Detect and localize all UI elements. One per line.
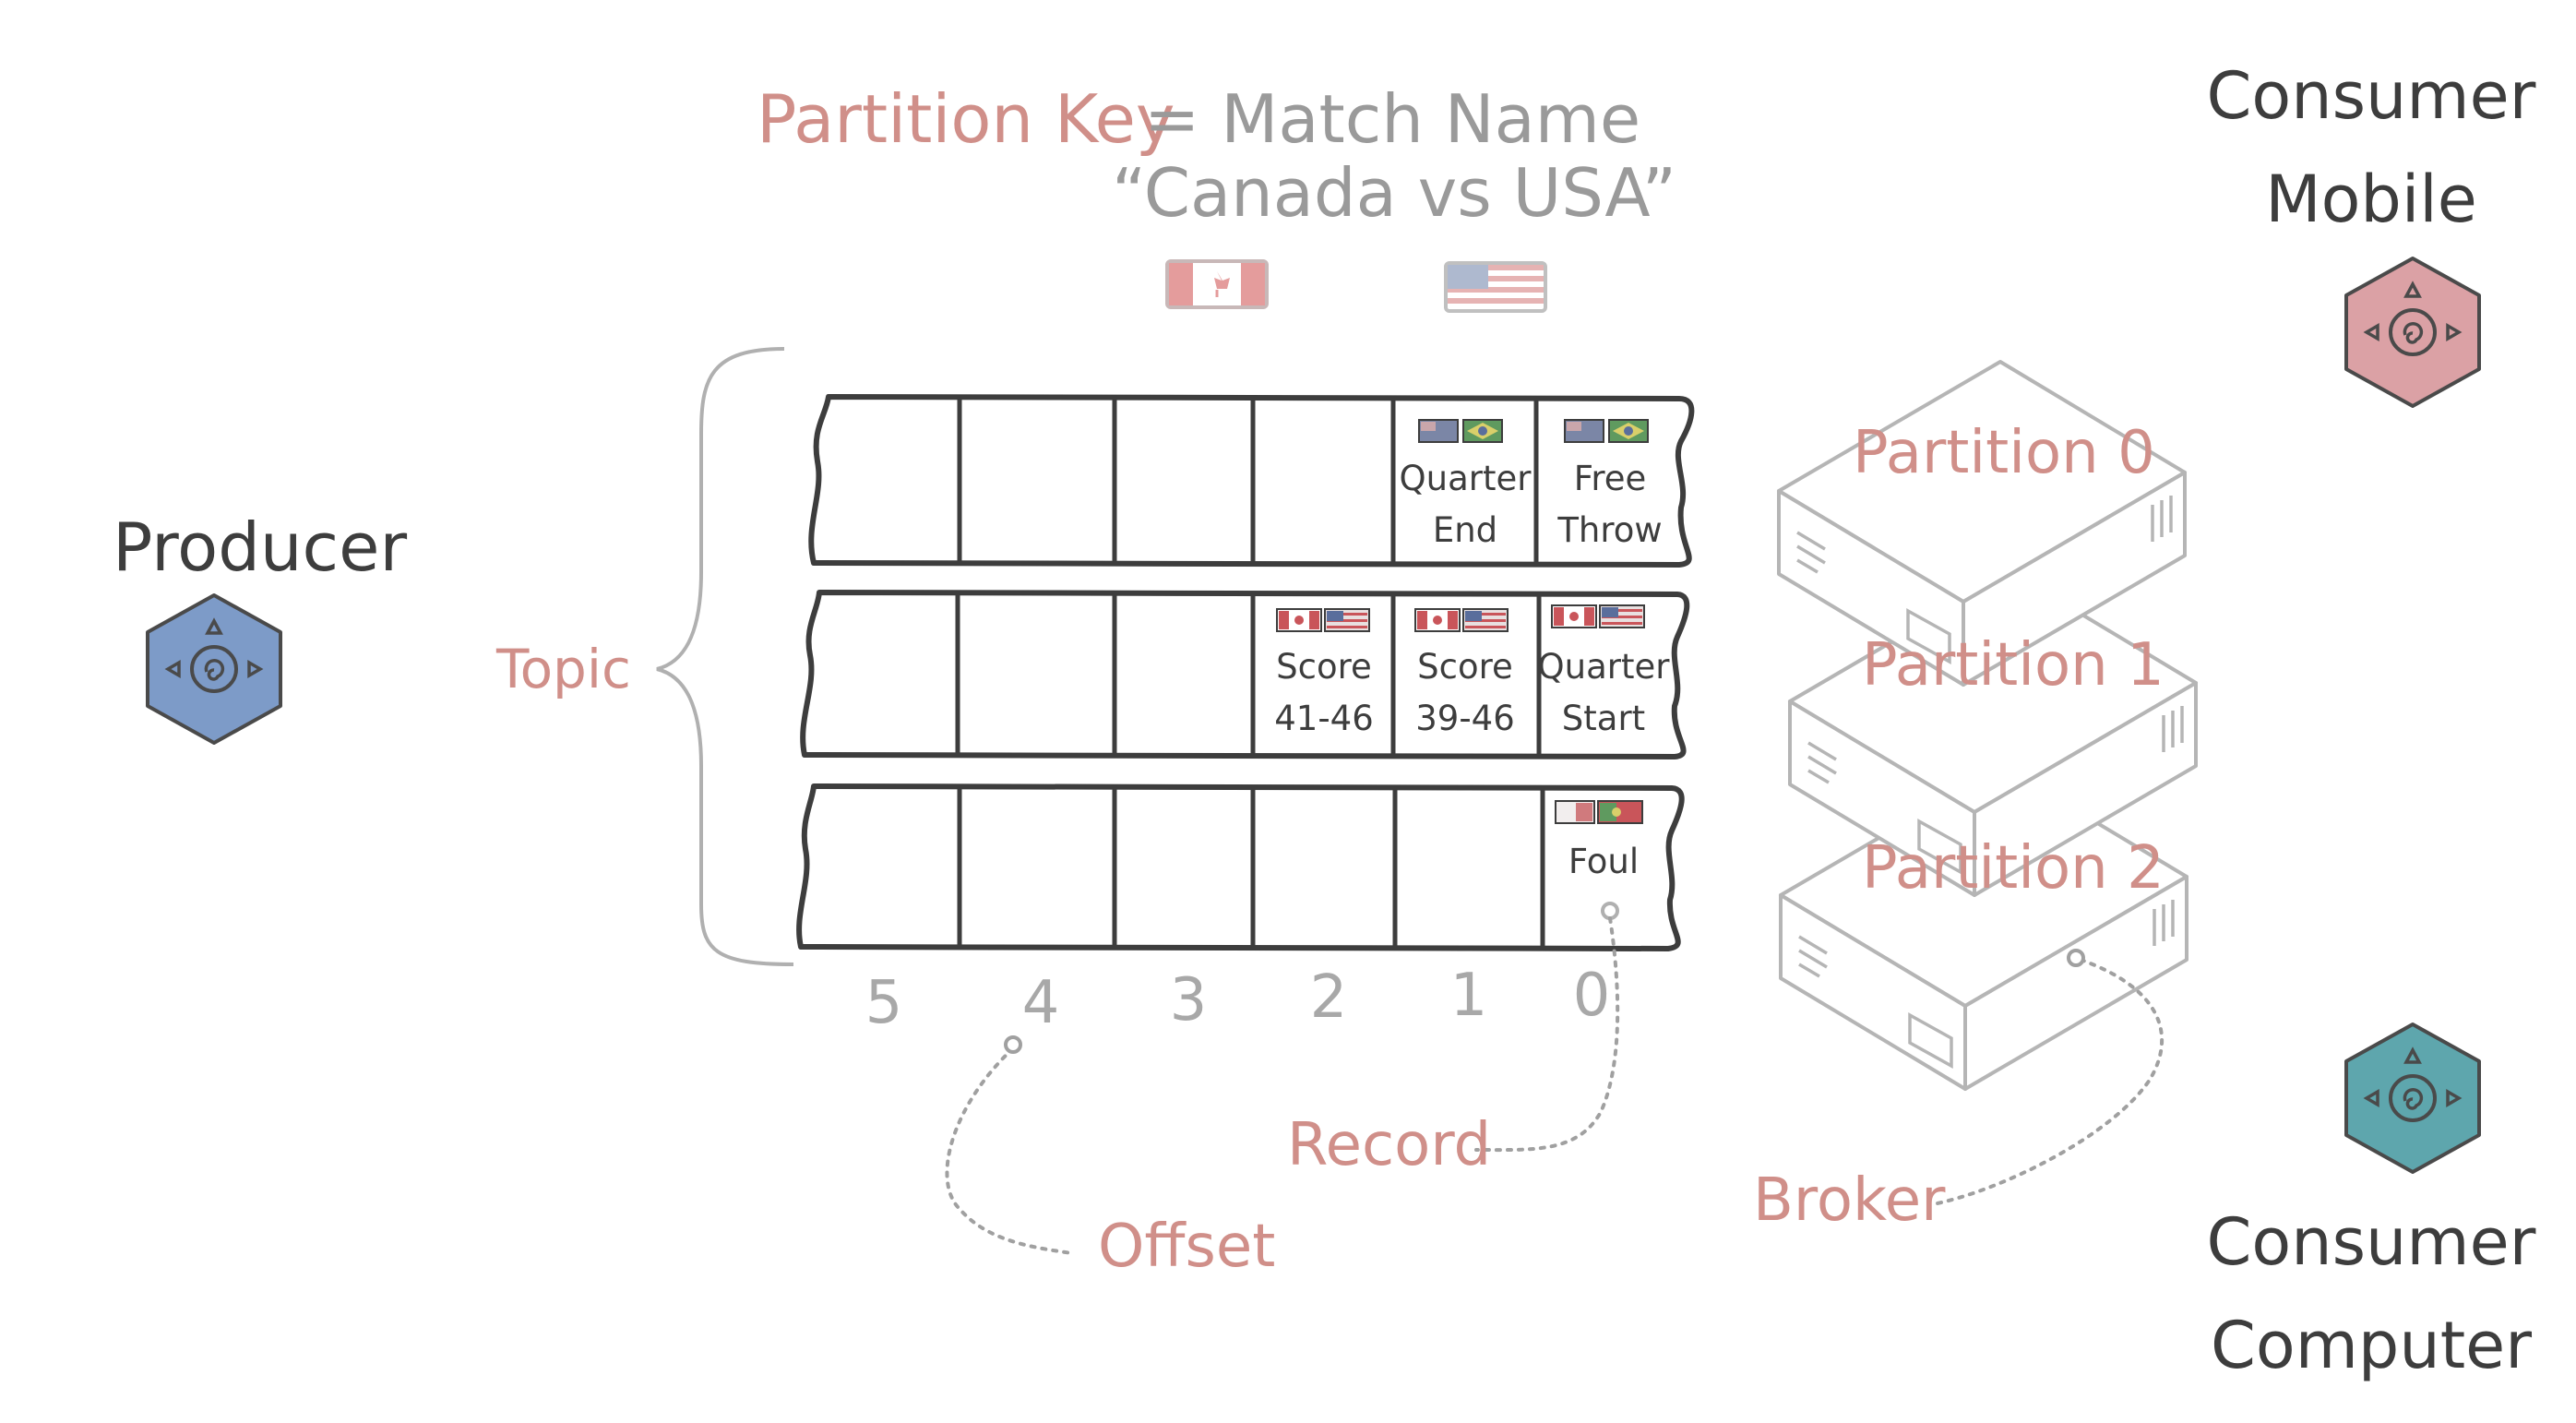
offset-label: 1 [1450,962,1488,1030]
offset-pointer-dot [1004,1035,1022,1054]
record-text-line1: Score [1417,647,1513,687]
australia-flag-icon [1418,419,1459,443]
offset-label: 3 [1170,966,1208,1034]
partition-row-1 [800,590,1690,759]
producer-label: Producer [113,508,407,586]
usa-flag-icon [1324,608,1370,632]
offset-label: 0 [1573,962,1611,1030]
usa-flag-icon [1599,604,1645,628]
record-text-line2: End [1433,510,1497,550]
portugal-flag-icon [1597,800,1643,824]
canada-flag-icon [1276,608,1322,632]
match-example-text: “Canada vs USA” [1112,154,1676,232]
partition-row-2 [796,783,1685,951]
canada-flag-icon [1551,604,1597,628]
consumer-computer-service-icon[interactable] [2344,1022,2481,1174]
record-text-line2: 41-46 [1274,699,1374,738]
offset-label: 2 [1310,963,1348,1032]
consumer-mobile-label-line1: Consumer [2207,58,2536,134]
record-score-41-46[interactable]: Score 41-46 [1274,608,1374,738]
white-red-flag-icon [1555,800,1595,824]
topic-label: Topic [495,638,631,700]
broker-pointer-dot [2067,949,2085,967]
producer-service-icon[interactable] [146,593,282,745]
broker-label-partition-0: Partition 0 [1853,419,2155,487]
record-text-line2: Throw [1556,510,1662,550]
record-annotation: Record [1287,1111,1491,1179]
broker-label-partition-1: Partition 1 [1862,631,2165,700]
canada-flag-icon [1165,259,1269,309]
offset-label: 5 [865,969,903,1037]
record-text-line1: Foul [1568,842,1639,881]
topic-brace [656,347,794,966]
record-free-throw[interactable]: Free Throw [1556,419,1663,550]
partition-key-label: Partition Key [757,80,1175,158]
offset-annotation: Offset [1098,1213,1275,1281]
record-pointer-dot [1601,902,1619,920]
consumer-mobile-label-line2: Mobile [2265,161,2477,237]
consumer-computer-label-line2: Computer [2211,1308,2532,1383]
equals-match-name-text: = Match Name [1144,80,1640,158]
consumer-computer-label-line1: Consumer [2207,1204,2536,1280]
record-text-line1: Quarter [1538,647,1671,687]
record-text-line1: Quarter [1400,459,1532,498]
callout-connectors [945,916,2165,1255]
offset-label: 4 [1022,969,1060,1037]
record-quarter-end[interactable]: Quarter End [1400,419,1532,550]
usa-flag-icon [1462,608,1509,632]
usa-flag-icon [1444,261,1547,313]
offset-labels: 5 4 3 2 1 0 [865,962,1611,1037]
record-text-line2: Start [1562,699,1645,738]
brazil-flag-icon [1462,419,1503,443]
canada-flag-icon [1414,608,1461,632]
brazil-flag-icon [1608,419,1649,443]
record-foul[interactable]: Foul [1555,800,1643,920]
australia-flag-icon [1564,419,1604,443]
record-score-39-46[interactable]: Score 39-46 [1414,608,1515,738]
broker-label-partition-2: Partition 2 [1862,834,2165,903]
record-text-line2: 39-46 [1415,699,1515,738]
record-quarter-start[interactable]: Quarter Start [1538,604,1671,738]
broker-annotation: Broker [1753,1166,1946,1235]
record-text-line1: Free [1574,459,1647,498]
consumer-mobile-service-icon[interactable] [2344,257,2481,408]
record-text-line1: Score [1276,647,1372,687]
